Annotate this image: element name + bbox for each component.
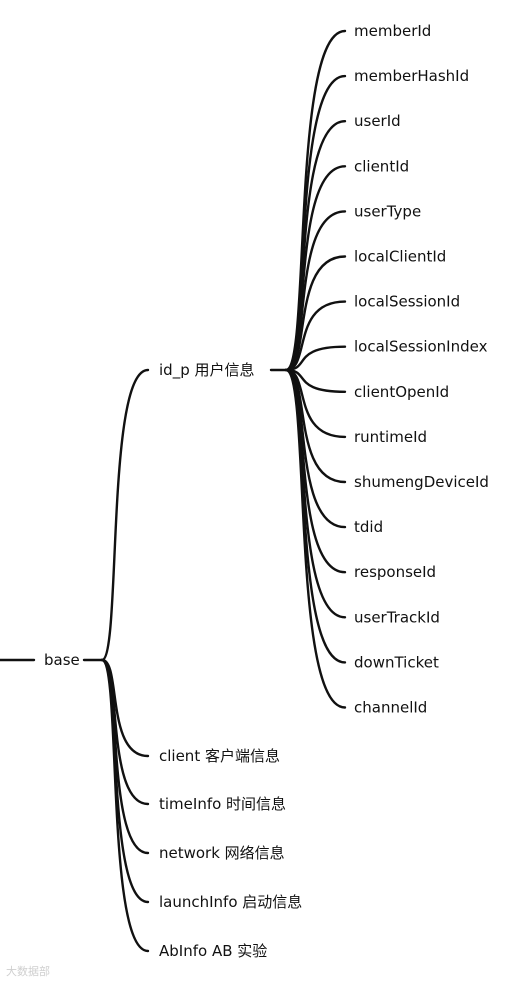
leaf-edge bbox=[284, 74, 347, 372]
leaf-node-label: localSessionIndex bbox=[354, 338, 488, 356]
branch-edge bbox=[100, 368, 150, 662]
leaf-edge bbox=[284, 368, 347, 619]
branch-node-label: timeInfo 时间信息 bbox=[159, 795, 286, 813]
branch-node-label: launchInfo 启动信息 bbox=[159, 893, 302, 911]
leaf-node-label: memberId bbox=[354, 22, 431, 40]
leaf-node-label: tdid bbox=[354, 518, 383, 536]
leaf-edge bbox=[284, 120, 347, 372]
leaf-edge bbox=[284, 368, 347, 664]
leaf-node-label: channelId bbox=[354, 699, 427, 717]
leaf-node-label: userId bbox=[354, 112, 401, 130]
leaf-node-label: userType bbox=[354, 202, 421, 220]
watermark: 大数据部 bbox=[6, 965, 50, 978]
leaf-node-label: localSessionId bbox=[354, 293, 460, 311]
branch-edge bbox=[100, 658, 150, 953]
leaf-node-label: userTrackId bbox=[354, 608, 440, 626]
leaf-node-label: responseId bbox=[354, 563, 436, 581]
leaf-node-label: shumengDeviceId bbox=[354, 473, 489, 491]
branch-node-label: id_p 用户信息 bbox=[159, 361, 254, 380]
leaf-edge bbox=[284, 368, 347, 709]
leaf-node-label: runtimeId bbox=[354, 428, 427, 446]
leaf-edge bbox=[284, 345, 347, 372]
branch-node-label: network 网络信息 bbox=[159, 844, 285, 862]
mindmap-edges bbox=[0, 29, 347, 953]
leaf-node-label: memberHashId bbox=[354, 67, 469, 85]
leaf-node-label: localClientId bbox=[354, 248, 446, 266]
mindmap-labels: base id_p 用户信息 client 客户端信息 timeInfo 时间信息 n… bbox=[44, 22, 489, 960]
leaf-node-label: downTicket bbox=[354, 653, 439, 671]
branch-node-label: AbInfo AB 实验 bbox=[159, 942, 267, 960]
leaf-edge bbox=[284, 300, 347, 372]
branch-node-label: client 客户端信息 bbox=[159, 747, 280, 765]
root-node-label: base bbox=[44, 651, 80, 669]
leaf-node-label: clientOpenId bbox=[354, 383, 449, 401]
leaf-edge bbox=[284, 255, 347, 372]
leaf-node-label: clientId bbox=[354, 157, 409, 175]
